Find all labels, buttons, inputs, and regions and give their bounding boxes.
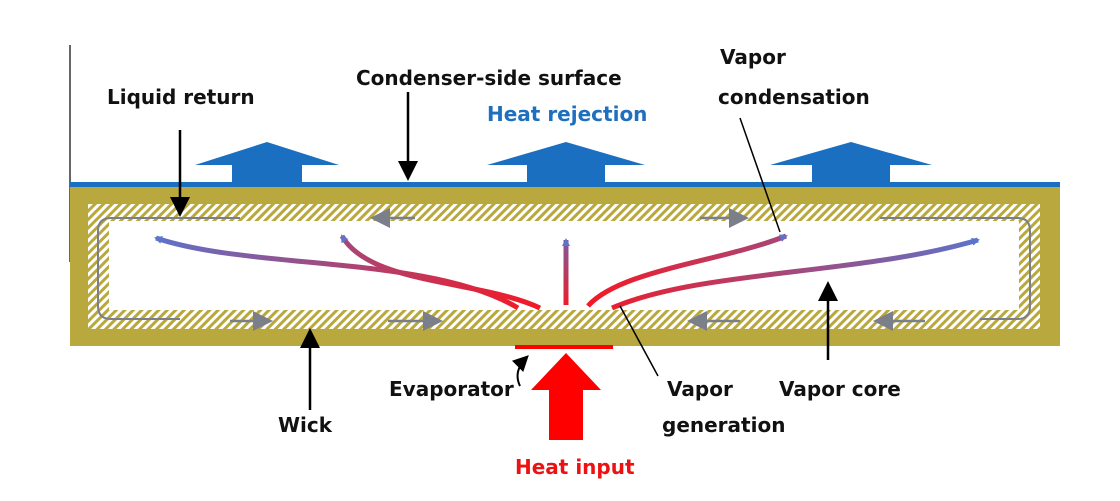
wick-label: Wick (278, 413, 333, 437)
condenser-surface-label: Condenser-side surface (356, 66, 622, 90)
vapor-arrow-left (339, 234, 542, 311)
liquid-return-loop-left (97, 217, 240, 320)
liquid-return-label: Liquid return (107, 85, 255, 109)
heat-rejection-label: Heat rejection (487, 102, 647, 126)
vapor-condensation-label-line2: condensation (718, 85, 870, 109)
vapor-arrow-far-right (611, 237, 980, 311)
vapor-generation-label-line2: generation (662, 413, 785, 437)
vapor-condensation-label-line1: Vapor (720, 45, 786, 69)
heat-rejection-arrow-right (770, 142, 932, 185)
callout-vapor-condensation (739, 117, 781, 233)
heat-rejection-arrow-left (195, 142, 339, 185)
vapor-core-label: Vapor core (779, 377, 901, 401)
heat-input-arrow (531, 353, 601, 440)
condenser-side-surface (70, 182, 1060, 187)
callout-evaporator (511, 355, 529, 387)
heat-input-label: Heat input (515, 455, 635, 479)
evaporator-label: Evaporator (389, 377, 514, 401)
vapor-arrow-right (586, 233, 788, 308)
heat-rejection-arrow-center (487, 142, 645, 185)
liquid-return-loop-right (880, 217, 1031, 320)
callout-vapor-generation (619, 305, 659, 377)
vapor-generation-label-line1: Vapor (667, 377, 733, 401)
